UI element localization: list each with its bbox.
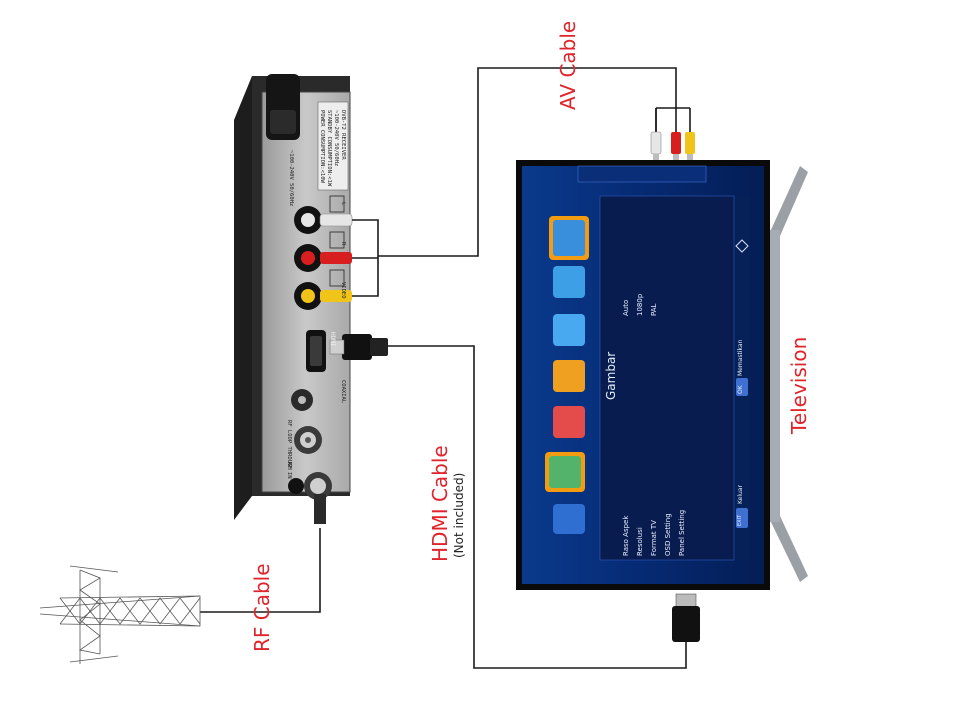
tv-section-title: Gambar <box>604 351 618 400</box>
av-plugs-tv <box>650 131 695 162</box>
transmission-tower <box>39 565 201 664</box>
tv-menu-item-3: Format TV <box>650 520 658 556</box>
receiver-spec-line-3: STANDBY CONSUMPTION:<1W <box>326 110 332 187</box>
port-label-l: L <box>340 202 346 206</box>
receiver-spec-line-1: DVB-T2 RECEIVER <box>340 110 346 160</box>
tv-ok-hint: Memastikan <box>737 339 744 376</box>
port-label-rf-in: RF IN <box>286 462 292 479</box>
port-label-r: R <box>340 242 346 246</box>
av-cable-label: AV Cable <box>556 20 580 110</box>
hdmi-note-label: (Not included) <box>452 472 466 558</box>
receiver-power-label: ~100-240V 50/60Hz <box>288 150 294 207</box>
tv-exit-key: EXIT <box>737 514 743 526</box>
receiver-spec-line-2: ~100-240V 50/60Hz <box>333 110 339 167</box>
port-label-coaxial: COAXIAL <box>340 380 346 404</box>
port-label-video: VIDEO <box>340 282 346 299</box>
port-label-hdmi: HDMI <box>329 332 336 347</box>
rf-cable-label: RF Cable <box>250 563 274 652</box>
receiver-spec-line-4: POWER CONSUMPTION:<10W <box>319 110 325 183</box>
tv-menu-value-1: Auto <box>622 299 630 316</box>
set-top-box <box>234 74 388 524</box>
television <box>516 160 808 590</box>
tv-menu-item-4: OSD Setting <box>664 513 672 556</box>
hdmi-cable-label: HDMI Cable <box>428 445 452 562</box>
hdmi-plug-tv <box>672 593 700 642</box>
tv-menu-item-1: Raso Aspek <box>622 515 630 556</box>
television-label: Television <box>787 336 811 434</box>
cable-lines <box>200 67 691 669</box>
tv-menu-value-3: PAL <box>650 303 658 316</box>
tv-menu-item-5: Panel Setting <box>678 509 686 556</box>
tv-exit-hint: Keluar <box>737 485 744 504</box>
tv-menu-value-2: 1080p <box>636 293 644 316</box>
tv-menu-item-2: Resolusi <box>636 527 644 556</box>
tv-ok-key: OK <box>737 385 744 394</box>
